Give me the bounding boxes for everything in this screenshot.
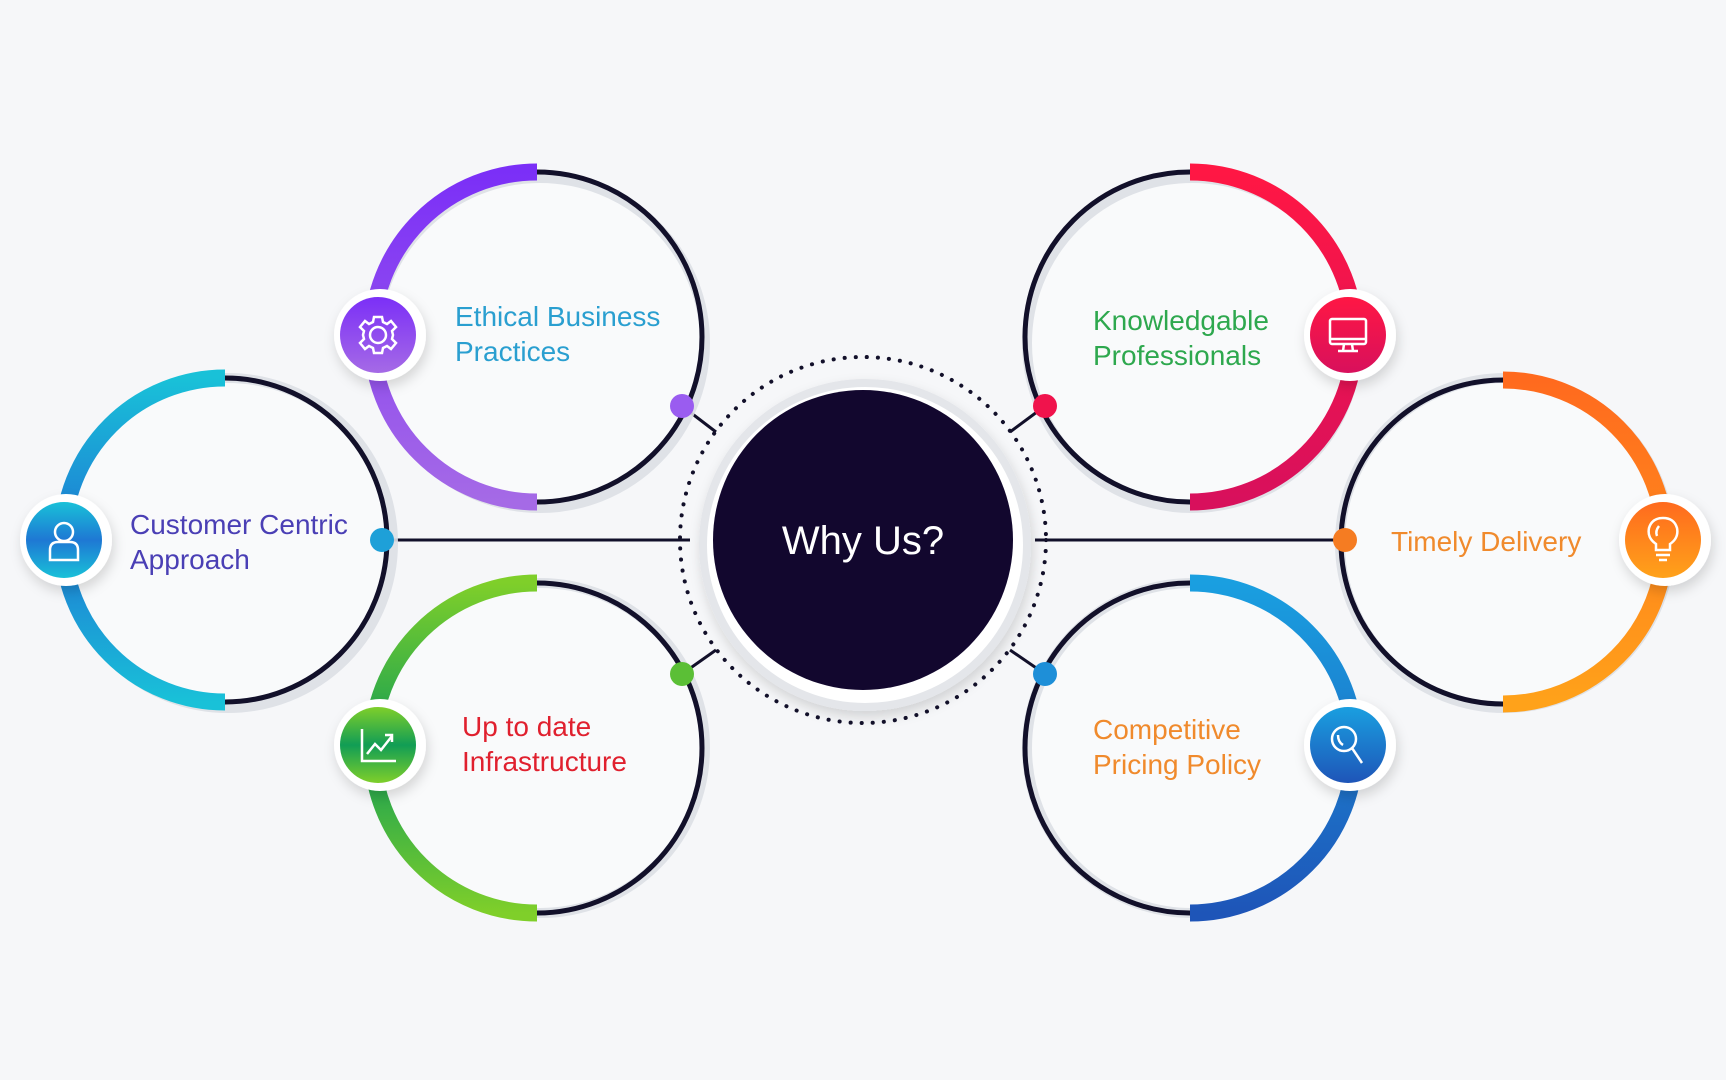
dotted-ring — [678, 355, 1048, 725]
item-ethical: Ethical Business Practices — [334, 163, 710, 513]
item-label: Timely Delivery — [1391, 526, 1581, 557]
item-pricing: Competitive Pricing Policy — [1022, 574, 1396, 922]
item-customer: Customer Centric Approach — [20, 369, 398, 713]
monitor-icon — [1328, 317, 1368, 353]
connector-dot — [370, 528, 394, 552]
item-label: Ethical Business Practices — [455, 301, 668, 367]
item-label: Up to date Infrastructure — [462, 711, 627, 777]
ring-dark-arc — [1022, 580, 1191, 916]
icon-badge — [1625, 502, 1701, 578]
icon-badge — [1310, 297, 1386, 373]
lightbulb-icon — [1647, 516, 1679, 562]
ring-dark-arc — [536, 580, 705, 916]
connector-dot — [1033, 394, 1057, 418]
connector-dot — [1033, 662, 1057, 686]
ring-dark-arc — [1022, 169, 1191, 505]
item-label: Competitive Pricing Policy — [1093, 714, 1261, 780]
center-title: Why Us? — [782, 519, 944, 563]
connector-dot — [670, 394, 694, 418]
item-label: Knowledgable Professionals — [1093, 305, 1277, 371]
connector-dot — [670, 662, 694, 686]
icon-badge — [340, 297, 416, 373]
search-icon — [1330, 725, 1364, 764]
item-label: Customer Centric Approach — [130, 509, 356, 575]
chart-trend-icon — [360, 729, 396, 763]
gear-icon — [358, 315, 398, 355]
hub-core — [713, 390, 1013, 690]
ring-dark-arc — [536, 169, 705, 505]
connector-dot — [1333, 528, 1357, 552]
icon-badge — [1310, 707, 1386, 783]
item-knowledge: Knowledgable Professionals — [1022, 163, 1396, 513]
item-timely: Timely Delivery — [1333, 371, 1711, 713]
user-icon — [48, 521, 80, 562]
item-infra: Up to date Infrastructure — [334, 574, 710, 922]
icon-badge — [340, 707, 416, 783]
center-hub: Why Us? — [678, 355, 1048, 725]
